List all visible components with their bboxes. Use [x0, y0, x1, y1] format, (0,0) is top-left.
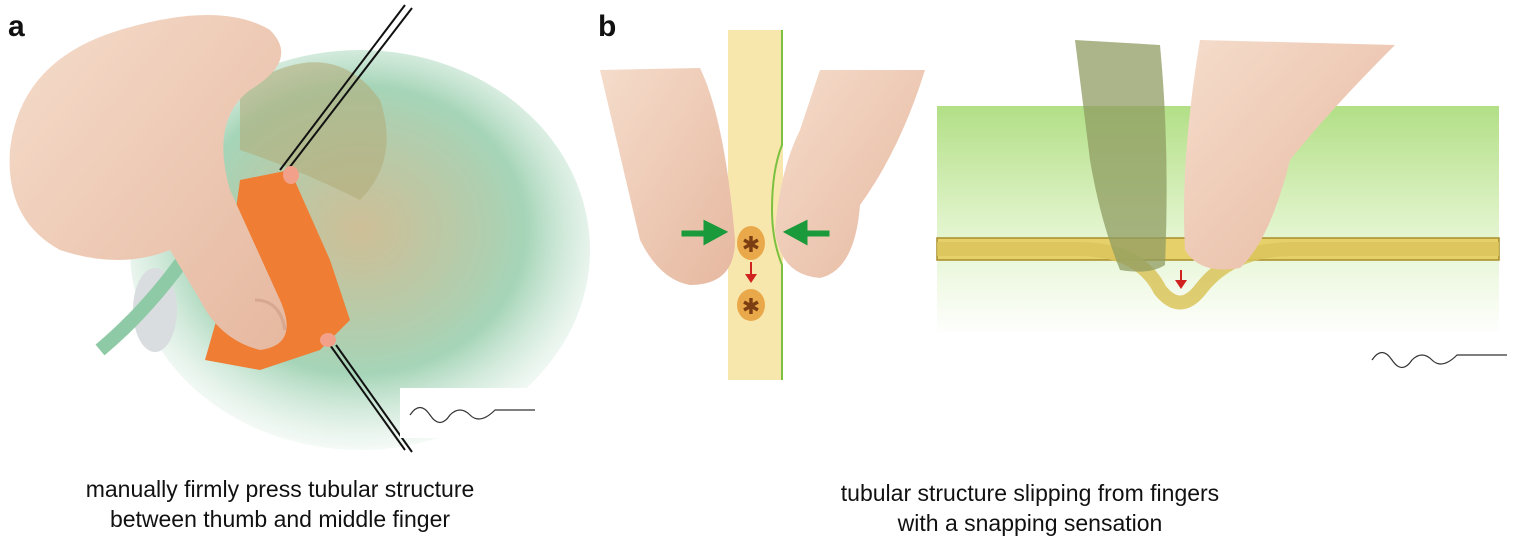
arrow-right-icon	[681, 219, 729, 246]
hand	[9, 15, 287, 350]
caption-a: manually firmly press tubular structure …	[0, 474, 560, 534]
signature	[1371, 351, 1507, 369]
arrow-left-icon	[782, 219, 830, 246]
caption-b-line1: tubular structure slipping from fingers	[840, 480, 1220, 506]
thumb	[600, 68, 735, 285]
caption-b-line2: with a snapping sensation	[897, 510, 1163, 536]
panel-label-b: b	[598, 10, 617, 43]
nodule-after	[737, 289, 765, 321]
caption-a-line1: manually firmly press tubular structure	[85, 476, 475, 502]
panel-label-a: a	[8, 10, 25, 43]
caption-a-line2: between thumb and middle finger	[109, 506, 451, 532]
panel-a-illustration	[9, 4, 590, 453]
tubular-structure	[728, 30, 783, 380]
svg-text:✱: ✱	[742, 295, 760, 320]
caption-b: tubular structure slipping from fingers …	[760, 478, 1300, 538]
arrow-down-icon	[745, 274, 757, 283]
panel-b-right-illustration	[936, 40, 1507, 369]
signature-box	[400, 388, 550, 438]
panel-b-left-illustration: ✱ ✱	[600, 30, 925, 380]
thumb-front	[1184, 40, 1395, 270]
svg-text:✱: ✱	[742, 233, 760, 258]
nodule-before	[737, 226, 765, 260]
arrow-down-icon	[1175, 280, 1187, 289]
suture-lower	[329, 344, 406, 451]
finger-behind	[1075, 40, 1167, 272]
signature	[409, 406, 535, 424]
suture-upper	[279, 4, 406, 171]
finger	[775, 70, 925, 278]
